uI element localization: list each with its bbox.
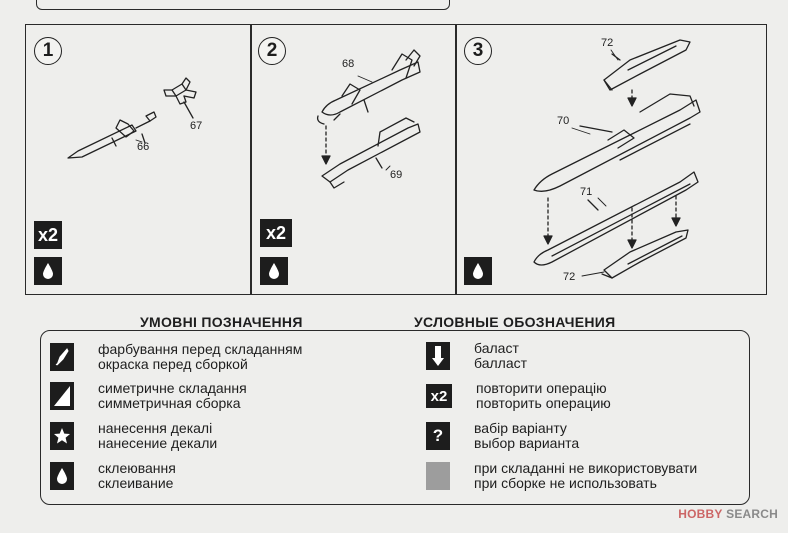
legend-text-ru: окраска перед сборкой [98, 356, 248, 372]
legend-item-variant: ? вабір варіанту выбор варианта [426, 421, 579, 451]
glue-drop-icon [34, 257, 62, 285]
question-icon: ? [426, 422, 450, 450]
ballast-arrow-icon [426, 342, 450, 370]
legend-item-symmetric: симетричне складання симметричная сборка [50, 381, 247, 411]
legend-item-repeat: x2 повторити операцію повторить операцию [426, 381, 611, 411]
legend-item-paint: фарбування перед складанням окраска пере… [50, 342, 302, 372]
step-panel-1 [25, 24, 251, 295]
legend-item-ballast: баласт балласт [426, 341, 527, 371]
legend-text-ru: симметричная сборка [98, 395, 241, 411]
legend-text-ua: вабір варіанту [474, 420, 567, 436]
repeat-x2-badge: x2 [34, 221, 62, 249]
glue-drop-icon [260, 257, 288, 285]
glue-drop-icon [464, 257, 492, 285]
legend-box [40, 330, 750, 505]
step-number-1: 1 [34, 37, 62, 65]
legend-text-ru: склеивание [98, 475, 174, 491]
legend-title-ua: УМОВНІ ПОЗНАЧЕННЯ [140, 314, 303, 330]
legend-item-glue: склеювання склеивание [50, 461, 176, 491]
glue-drop-icon [50, 462, 74, 490]
watermark-rest: SEARCH [726, 507, 778, 521]
legend-text-ua: склеювання [98, 460, 176, 476]
legend-item-unused: при складанні не використовувати при сбо… [426, 461, 697, 491]
legend-text-ua: баласт [474, 340, 519, 356]
repeat-x2-icon: x2 [426, 384, 452, 408]
part-label: 69 [390, 169, 403, 181]
part-label: 66 [137, 141, 150, 153]
part-label: 71 [580, 186, 593, 198]
legend-text-ru: повторить операцию [476, 395, 611, 411]
step-panel-2 [251, 24, 456, 295]
step-panel-3 [456, 24, 767, 295]
step-number-3: 3 [464, 37, 492, 65]
legend-text-ru: нанесение декали [98, 435, 218, 451]
legend-title-ru: УСЛОВНЫЕ ОБОЗНАЧЕНИЯ [414, 314, 616, 330]
part-label: 67 [190, 120, 203, 132]
legend-text-ua: при складанні не використовувати [474, 460, 698, 476]
legend-text-ru: балласт [474, 355, 528, 371]
legend-text-ru: при сборке не использовать [474, 475, 657, 491]
legend-text-ua: симетричне складання [98, 380, 247, 396]
legend-item-decal: нанесення декалі нанесение декали [50, 421, 217, 451]
legend-text-ua: фарбування перед складанням [98, 341, 303, 357]
symmetric-icon [50, 382, 74, 410]
part-label: 68 [342, 58, 355, 70]
legend-text-ru: выбор варианта [474, 435, 580, 451]
legend-text-ua: повторити операцію [476, 380, 607, 396]
watermark: HOBBY SEARCH [678, 507, 778, 521]
step-number-2: 2 [258, 37, 286, 65]
paint-brush-icon [50, 343, 74, 371]
repeat-x2-badge: x2 [260, 219, 292, 247]
grey-square-icon [426, 462, 450, 490]
header-strip [36, 0, 450, 10]
part-label: 72 [563, 271, 576, 283]
star-icon [50, 422, 74, 450]
legend-text-ua: нанесення декалі [98, 420, 213, 436]
part-label: 72 [601, 37, 614, 49]
watermark-brand: HOBBY [678, 507, 723, 521]
part-label: 70 [557, 115, 570, 127]
